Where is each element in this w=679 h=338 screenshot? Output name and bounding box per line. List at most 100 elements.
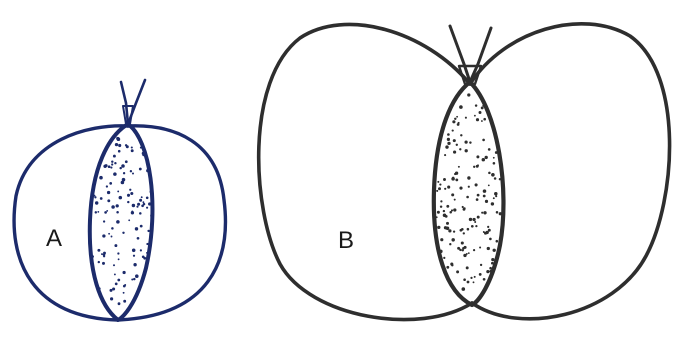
seed-dot <box>490 270 493 273</box>
seed-dot <box>456 116 458 118</box>
seed-dot <box>140 225 143 228</box>
seed-dot <box>467 281 470 284</box>
seed-dot <box>474 115 476 117</box>
seed-dot <box>121 181 125 185</box>
seed-dot <box>451 177 455 181</box>
seed-dot <box>461 228 464 231</box>
figure-a-label: A <box>46 225 62 252</box>
seed-dot <box>110 289 113 292</box>
seed-dot <box>128 219 130 221</box>
seed-dot <box>453 208 456 211</box>
seed-dot <box>440 238 443 241</box>
seed-dot <box>480 264 482 266</box>
seed-dot <box>449 211 452 214</box>
seed-dot <box>443 214 447 218</box>
seed-dot <box>490 120 492 122</box>
seed-dot <box>106 185 108 187</box>
seed-dot <box>476 165 479 168</box>
seed-dot <box>113 155 116 158</box>
seed-dot <box>443 178 446 181</box>
seed-dot <box>123 172 125 174</box>
seed-dot <box>116 137 119 140</box>
seed-dot <box>440 200 442 202</box>
seed-dot <box>118 144 121 147</box>
seed-dot <box>439 250 442 253</box>
seed-dot <box>479 246 481 248</box>
seed-dot <box>139 168 142 171</box>
seed-dot <box>439 184 441 186</box>
seed-dot <box>446 266 449 269</box>
seed-dot <box>481 212 483 214</box>
seed-dot <box>141 204 144 207</box>
seed-dot <box>111 163 113 165</box>
seed-dot <box>150 229 152 231</box>
seed-dot <box>483 231 485 233</box>
seed-dot <box>471 225 474 228</box>
seed-dot <box>107 191 110 194</box>
seed-dot <box>109 182 112 185</box>
seed-dot <box>133 255 135 257</box>
seed-dot <box>483 189 487 193</box>
seed-dot <box>131 210 133 212</box>
seed-dot <box>131 278 133 280</box>
seed-dot <box>100 197 103 200</box>
seed-dot <box>467 228 470 231</box>
seed-dot <box>475 104 477 106</box>
seed-dot <box>118 258 120 260</box>
seed-dot <box>456 144 458 146</box>
seed-dot <box>103 165 106 168</box>
seed-dot <box>96 170 99 173</box>
seed-dot <box>487 226 489 228</box>
seed-dot <box>111 205 115 209</box>
seed-dot <box>488 172 491 175</box>
seed-dot <box>452 130 454 132</box>
seed-dot <box>500 228 503 231</box>
seed-dot <box>475 225 477 227</box>
seed-dot <box>460 134 462 136</box>
seed-dot <box>118 150 121 153</box>
seed-dot <box>474 276 476 278</box>
figure-b-seed-body <box>434 82 504 305</box>
seed-dot <box>111 227 114 230</box>
seed-dot <box>122 232 124 234</box>
seed-dot <box>482 139 485 142</box>
seed-dot <box>446 205 449 208</box>
seed-dot <box>117 252 119 254</box>
seed-dot <box>114 244 117 247</box>
seed-dot <box>455 178 458 181</box>
seed-dot <box>113 264 115 266</box>
figure-b: B <box>259 24 670 320</box>
seed-dot <box>489 238 492 241</box>
seed-dot <box>140 147 142 149</box>
seed-dot <box>95 211 97 213</box>
seed-dot <box>97 211 99 213</box>
seed-dot <box>447 133 450 136</box>
seed-dot <box>123 300 126 303</box>
seed-dot <box>109 142 111 144</box>
seed-dot <box>445 145 448 148</box>
seed-dot <box>452 120 455 123</box>
seed-dot <box>468 186 470 188</box>
seed-dot <box>136 206 138 208</box>
seed-dot <box>118 302 121 305</box>
seed-dot <box>116 220 120 224</box>
seed-dot <box>499 178 501 180</box>
seed-dot <box>449 243 451 245</box>
seed-dot <box>459 187 462 190</box>
seed-dot <box>143 257 146 260</box>
seed-dot <box>448 229 451 232</box>
seed-dot <box>131 146 133 148</box>
seed-dot <box>443 210 445 212</box>
seed-dot <box>146 169 150 173</box>
seed-dot <box>117 190 119 192</box>
seed-dot <box>107 199 110 202</box>
seed-dot <box>103 252 106 255</box>
figure-b-label: B <box>338 227 354 254</box>
seed-dot <box>499 212 502 215</box>
seed-dot <box>141 196 143 198</box>
seed-dot <box>454 118 456 120</box>
seed-dot <box>469 218 472 221</box>
figure-a: A <box>14 80 225 320</box>
seed-dot <box>496 211 499 214</box>
seed-dot <box>488 185 490 187</box>
